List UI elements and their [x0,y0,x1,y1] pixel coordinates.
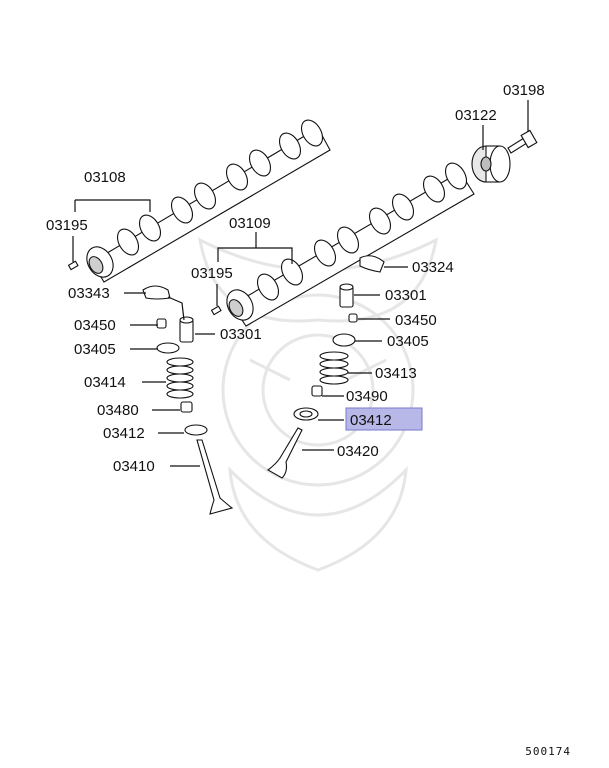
stem-seal-right [311,385,323,397]
label-03420[interactable]: 03420 [337,443,379,460]
label-03108[interactable]: 03108 [84,169,126,186]
leader-lines [72,100,529,467]
camshaft-right [226,162,475,327]
label-03324[interactable]: 03324 [412,259,454,276]
rocker-arm-right [359,255,385,273]
lash-adjuster-right [339,283,354,308]
spring-seat-right [332,333,356,347]
diagram-id: 500174 [525,745,571,758]
retainer-left [156,318,167,329]
sprocket [471,145,511,183]
valve-right [267,427,303,479]
bolt [507,129,538,154]
label-03414[interactable]: 03414 [84,374,126,391]
washer-left [184,424,208,436]
rocker-arm-left [142,285,171,300]
lash-adjuster-left [179,316,194,343]
label-03122[interactable]: 03122 [455,107,497,124]
label-03413[interactable]: 03413 [375,365,417,382]
watermark-emblem [197,237,439,572]
label-03198[interactable]: 03198 [503,82,545,99]
spring-right [319,351,349,385]
part-labels: 03108 03195 03109 03195 03198 03122 0334… [46,82,545,475]
camshaft-left [86,119,331,283]
label-03405-left[interactable]: 03405 [74,341,116,358]
spring-left [166,357,194,399]
label-03480[interactable]: 03480 [97,402,139,419]
label-03301-left[interactable]: 03301 [220,326,262,343]
label-03450-right[interactable]: 03450 [395,312,437,329]
washer-right [293,407,319,421]
label-03412-left[interactable]: 03412 [103,425,145,442]
label-03195-right[interactable]: 03195 [191,265,233,282]
label-03490[interactable]: 03490 [346,388,388,405]
label-03195-left[interactable]: 03195 [46,217,88,234]
label-03405-right[interactable]: 03405 [387,333,429,350]
retainer-right [348,313,358,323]
valve-left [196,439,234,515]
label-03343[interactable]: 03343 [68,285,110,302]
pin-left [67,260,79,271]
label-03410[interactable]: 03410 [113,458,155,475]
label-03301-right[interactable]: 03301 [385,287,427,304]
highlight-box[interactable] [345,407,423,431]
stem-seal-left [180,401,193,413]
pin-right [210,305,222,316]
label-03412-highlighted[interactable]: 03412 [350,412,392,429]
spring-seat-left [156,342,180,354]
label-03109[interactable]: 03109 [229,215,271,232]
label-03450-left[interactable]: 03450 [74,317,116,334]
